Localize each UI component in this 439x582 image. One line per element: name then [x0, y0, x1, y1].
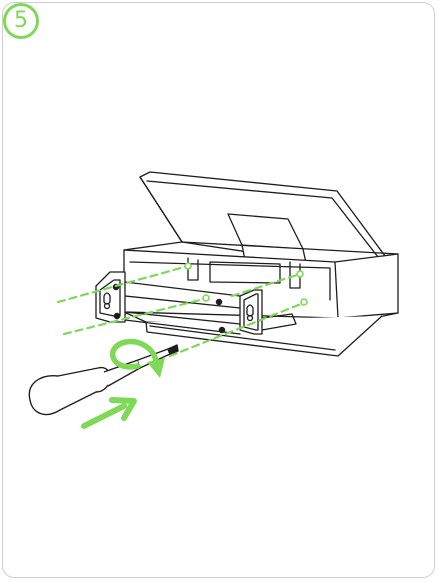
mount-hole-2	[296, 270, 304, 278]
guide-line-top-left	[56, 264, 190, 304]
step-number: 5	[14, 8, 28, 33]
rotation-arrowhead	[147, 358, 165, 378]
wall-mount-bracket	[95, 271, 297, 335]
step-number-badge: 5	[3, 3, 39, 39]
guide-line-bottom-left	[62, 296, 210, 336]
mount-hole-1	[184, 262, 192, 270]
straight-arrow-icon	[81, 397, 137, 429]
mount-hole-3	[202, 294, 210, 302]
screw-top-middle	[215, 298, 223, 306]
guide-line-bottom-right	[168, 300, 308, 358]
screw-bottom-middle	[218, 326, 226, 334]
curved-rotation-arrow-icon	[109, 338, 159, 370]
mount-hole-4	[300, 298, 308, 306]
screw-bottom-left	[113, 312, 121, 320]
guide-line-top-right	[230, 272, 302, 298]
